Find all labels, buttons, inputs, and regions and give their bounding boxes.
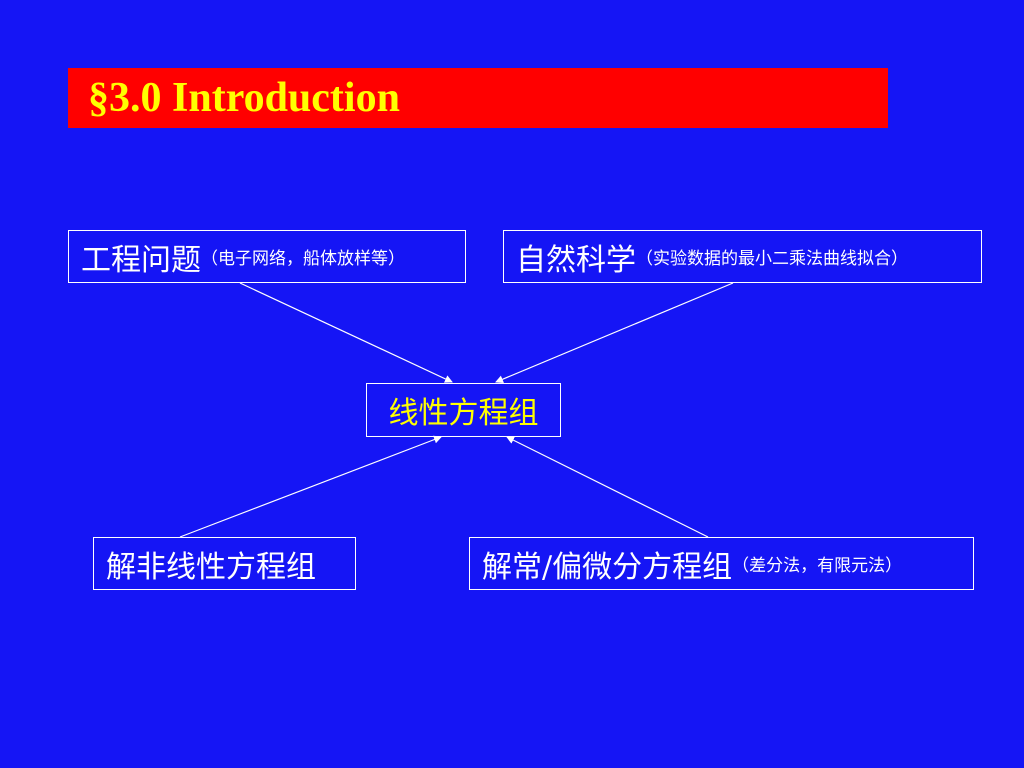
node-linear-label: 线性方程组 <box>388 396 539 431</box>
node-differential-label: 解常/偏微分方程组 <box>482 549 733 585</box>
node-science-label: 自然科学 <box>516 242 636 278</box>
node-differential: 解常/偏微分方程组 （差分法，有限元法） <box>469 537 974 590</box>
node-nonlinear: 解非线性方程组 <box>93 537 356 590</box>
node-nonlinear-label: 解非线性方程组 <box>106 549 316 585</box>
node-differential-note: （差分法，有限元法） <box>732 556 903 576</box>
slide-title: §3.0 Introduction <box>88 75 400 121</box>
node-engineering-label: 工程问题 <box>81 242 201 278</box>
arrow-differential-to-linear <box>506 436 709 538</box>
arrow-science-to-linear <box>495 282 734 383</box>
node-engineering: 工程问题 （电子网络，船体放样等） <box>68 230 466 283</box>
title-banner: §3.0 Introduction <box>68 68 888 128</box>
arrow-engineering-to-linear <box>239 282 453 383</box>
node-engineering-note: （电子网络，船体放样等） <box>201 249 405 269</box>
node-linear: 线性方程组 <box>366 383 561 437</box>
arrow-nonlinear-to-linear <box>179 435 442 538</box>
node-science-note: （实验数据的最小二乘法曲线拟合） <box>636 249 908 269</box>
node-science: 自然科学 （实验数据的最小二乘法曲线拟合） <box>503 230 982 283</box>
